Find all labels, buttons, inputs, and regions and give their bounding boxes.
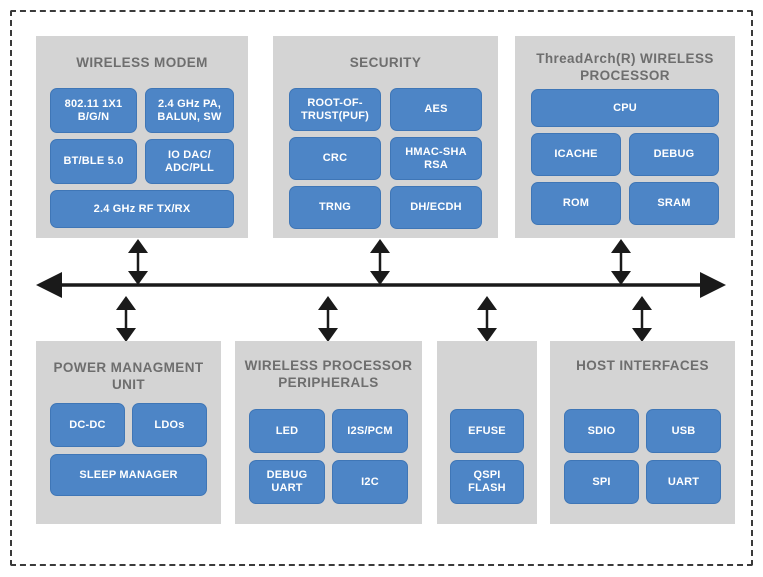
block-bt-ble-5-0[interactable]: BT/BLE 5.0: [50, 139, 137, 184]
panel-security: SECURITY ROOT-OF-TRUST(PUF) AES CRC HMAC…: [273, 36, 498, 238]
block-label: 2.4 GHz PA, BALUN, SW: [157, 97, 222, 123]
block-label: ROOT-OF-TRUST(PUF): [301, 96, 369, 122]
diagram-outer-frame: [10, 10, 753, 566]
panel-host-interfaces: HOST INTERFACES SDIO USB SPI UART: [550, 341, 735, 524]
block-debug-uart[interactable]: DEBUG UART: [249, 460, 325, 504]
block-aes[interactable]: AES: [390, 88, 482, 131]
block-label: USB: [671, 424, 696, 437]
block-uart[interactable]: UART: [646, 460, 721, 504]
block-dh-ecdh[interactable]: DH/ECDH: [390, 186, 482, 229]
panel-wireless-modem: WIRELESS MODEM 802.11 1X1 B/G/N 2.4 GHz …: [36, 36, 248, 238]
block-root-of-trust-puf[interactable]: ROOT-OF-TRUST(PUF): [289, 88, 381, 131]
block-label: CPU: [613, 101, 637, 114]
block-cpu[interactable]: CPU: [531, 89, 719, 127]
block-led[interactable]: LED: [249, 409, 325, 453]
block-icache[interactable]: ICACHE: [531, 133, 621, 176]
panel-threadarch-wireless-processor: ThreadArch(R) WIRELESS PROCESSOR CPU ICA…: [515, 36, 735, 238]
panel-title-host-interfaces: HOST INTERFACES: [576, 358, 709, 373]
block-802-11-1x1-bgn[interactable]: 802.11 1X1 B/G/N: [50, 88, 137, 133]
block-label: LDOs: [154, 418, 185, 431]
panel-title-wireless-modem: WIRELESS MODEM: [76, 55, 208, 70]
block-usb[interactable]: USB: [646, 409, 721, 453]
block-i2c[interactable]: I2C: [332, 460, 408, 504]
block-2-4ghz-rf-tx-rx[interactable]: 2.4 GHz RF TX/RX: [50, 190, 234, 228]
block-label: IO DAC/ ADC/PLL: [164, 148, 215, 174]
block-label: I2C: [361, 475, 379, 488]
block-2-4ghz-pa-balun-sw[interactable]: 2.4 GHz PA, BALUN, SW: [145, 88, 234, 133]
block-hmac-sha-rsa[interactable]: HMAC-SHA RSA: [390, 137, 482, 180]
panel-title-security: SECURITY: [349, 55, 422, 70]
block-label: ROM: [562, 197, 590, 209]
connector-memory-fuses: [474, 296, 500, 342]
connector-security: [367, 239, 393, 285]
panel-title-power-managment-unit: POWER MANAGMENT UNIT: [53, 360, 204, 392]
system-bus: [36, 272, 726, 298]
panel-title-threadarch-wireless-processor: ThreadArch(R) WIRELESS PROCESSOR: [536, 51, 714, 83]
block-label: DEBUG: [653, 148, 695, 160]
connector-threadarch: [608, 239, 634, 285]
block-i2s-pcm[interactable]: I2S/PCM: [332, 409, 408, 453]
block-label: 802.11 1X1 B/G/N: [64, 97, 123, 123]
block-sram[interactable]: SRAM: [629, 182, 719, 225]
block-label: TRNG: [319, 201, 351, 213]
block-label: I2S/PCM: [347, 424, 393, 437]
panel-power-managment-unit: POWER MANAGMENT UNIT DC-DC LDOs SLEEP MA…: [36, 341, 221, 524]
block-label: EFUSE: [468, 424, 506, 437]
block-debug[interactable]: DEBUG: [629, 133, 719, 176]
block-crc[interactable]: CRC: [289, 137, 381, 180]
block-label: SDIO: [587, 424, 616, 437]
panel-memory-fuses: EFUSE QSPI FLASH: [437, 341, 537, 524]
block-label: HMAC-SHA RSA: [405, 145, 467, 171]
block-rom[interactable]: ROM: [531, 182, 621, 225]
block-qspi-flash[interactable]: QSPI FLASH: [450, 460, 524, 504]
block-label: SPI: [592, 475, 611, 488]
block-label: ICACHE: [554, 148, 598, 160]
block-label: SRAM: [657, 197, 691, 209]
block-label: DC-DC: [69, 418, 106, 431]
block-ldos[interactable]: LDOs: [132, 403, 207, 447]
panel-wireless-processor-peripherals: WIRELESS PROCESSOR PERIPHERALS LED I2S/P…: [235, 341, 422, 524]
block-io-dac-adc-pll[interactable]: IO DAC/ ADC/PLL: [145, 139, 234, 184]
connector-power-managment-unit: [113, 296, 139, 342]
block-label: BT/BLE 5.0: [63, 155, 124, 167]
block-label: AES: [424, 103, 448, 115]
panel-title-wireless-processor-peripherals: WIRELESS PROCESSOR PERIPHERALS: [244, 358, 413, 390]
block-label: SLEEP MANAGER: [79, 468, 178, 481]
block-efuse[interactable]: EFUSE: [450, 409, 524, 453]
block-label: DH/ECDH: [410, 201, 462, 213]
block-trng[interactable]: TRNG: [289, 186, 381, 229]
block-label: LED: [275, 424, 299, 437]
block-sleep-manager[interactable]: SLEEP MANAGER: [50, 454, 207, 496]
block-label: DEBUG UART: [266, 469, 308, 494]
connector-wireless-processor-peripherals: [315, 296, 341, 342]
block-label: UART: [667, 475, 700, 488]
block-dc-dc[interactable]: DC-DC: [50, 403, 125, 447]
block-spi[interactable]: SPI: [564, 460, 639, 504]
block-sdio[interactable]: SDIO: [564, 409, 639, 453]
connector-host-interfaces: [629, 296, 655, 342]
block-label: QSPI FLASH: [468, 469, 506, 494]
connector-wireless-modem: [125, 239, 151, 285]
block-label: CRC: [322, 152, 348, 164]
block-label: 2.4 GHz RF TX/RX: [93, 202, 191, 215]
